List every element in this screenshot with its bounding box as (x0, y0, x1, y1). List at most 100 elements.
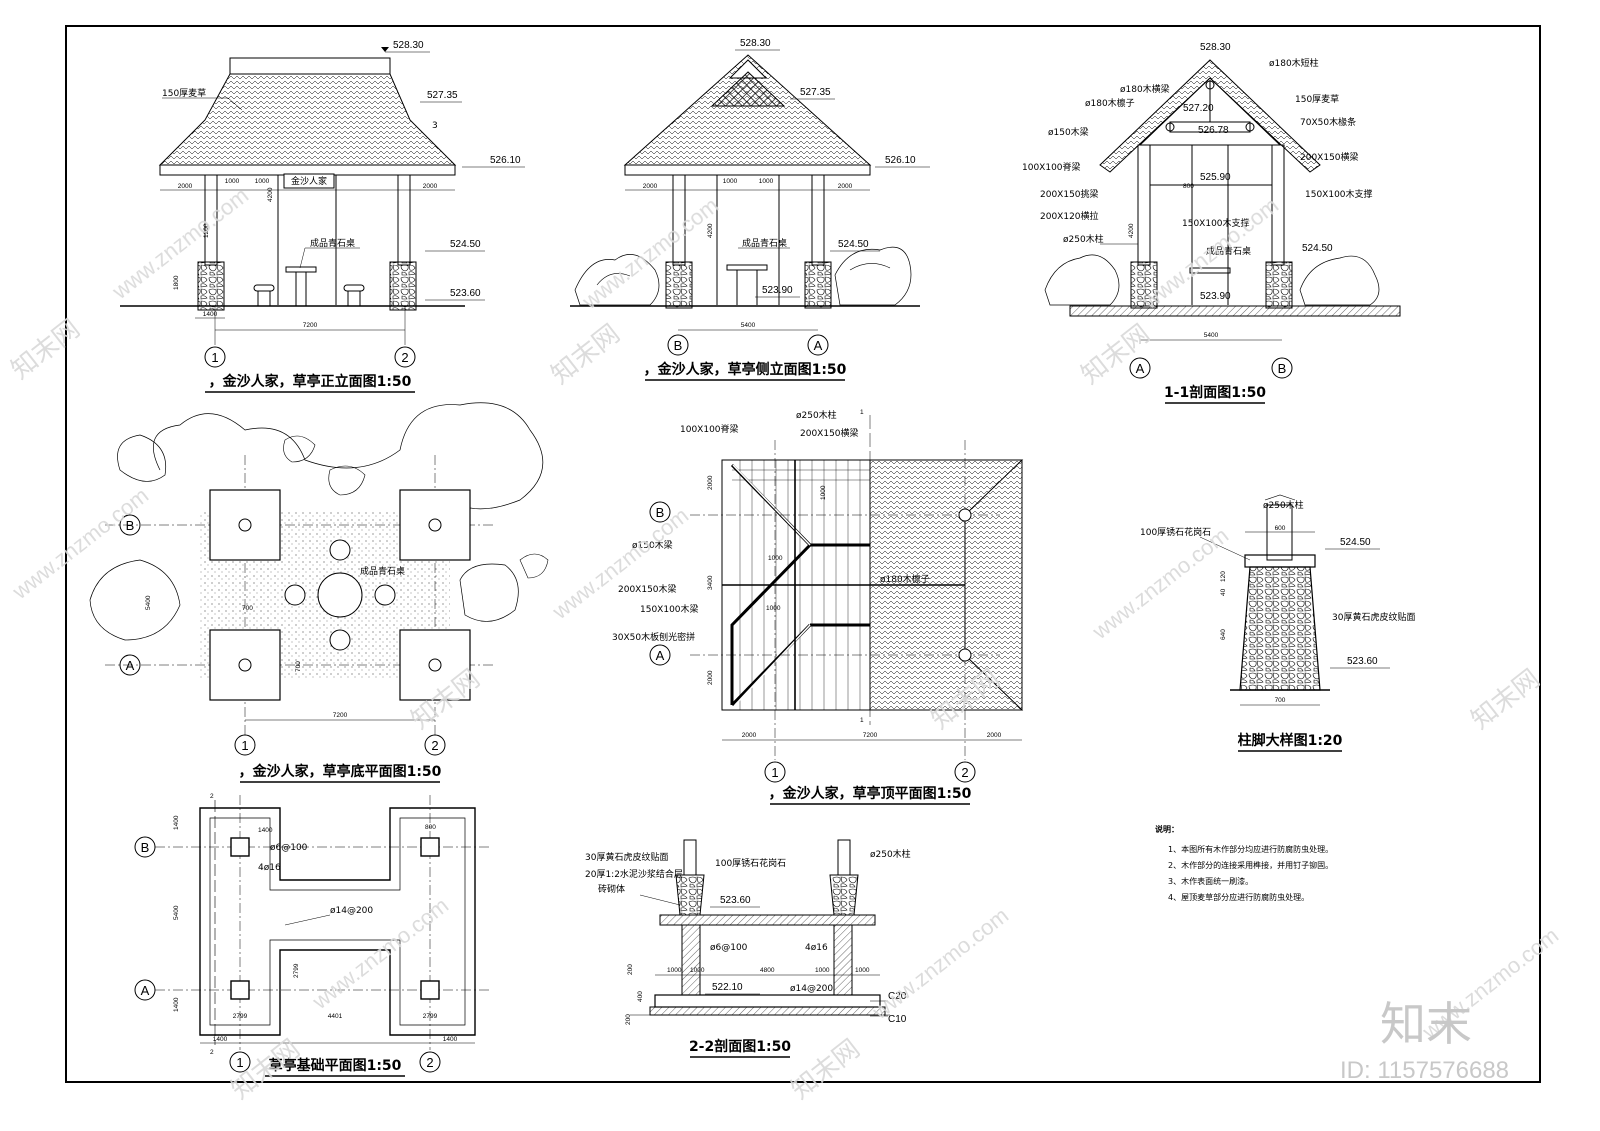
svg-text:A: A (126, 658, 135, 673)
svg-text:ø6@100: ø6@100 (710, 943, 748, 953)
svg-text:150X100木梁: 150X100木梁 (640, 603, 699, 615)
svg-text:知末网: 知末网 (545, 318, 625, 390)
svg-text:2: 2 (210, 793, 214, 800)
svg-text:526.78: 526.78 (1198, 125, 1229, 136)
svg-text:2000: 2000 (707, 475, 714, 490)
svg-text:2: 2 (431, 738, 438, 753)
svg-text:1: 1 (236, 1055, 243, 1070)
svg-text:150X100木支撑: 150X100木支撑 (1305, 188, 1373, 200)
svg-text:C10: C10 (888, 1014, 907, 1025)
svg-text:523.60: 523.60 (450, 288, 481, 299)
svg-text:2000: 2000 (987, 732, 1002, 739)
svg-text:2: 2 (426, 1055, 433, 1070)
svg-text:ø180木檩子: ø180木檩子 (880, 573, 930, 585)
svg-text:527.35: 527.35 (800, 87, 831, 98)
svg-text:7200: 7200 (303, 322, 318, 329)
axis-1-marker (204, 346, 226, 368)
svg-text:1000: 1000 (690, 967, 705, 974)
svg-text:4、屋顶麦草部分应进行防腐防虫处理。: 4、屋顶麦草部分应进行防腐防虫处理。 (1168, 892, 1309, 902)
svg-text:1000: 1000 (225, 178, 240, 185)
svg-text:523.60: 523.60 (720, 895, 751, 906)
svg-text:ø250木柱: ø250木柱 (1063, 233, 1104, 245)
svg-text:4ø16: 4ø16 (805, 943, 828, 953)
plan-column-pad (209, 489, 281, 561)
svg-text:5400: 5400 (741, 322, 756, 329)
sheet-border (65, 25, 1541, 1083)
svg-text:200X150木梁: 200X150木梁 (618, 583, 677, 595)
svg-text:1800: 1800 (173, 275, 180, 290)
svg-text:5400: 5400 (145, 595, 152, 610)
svg-text:知末网: 知末网 (785, 1033, 865, 1105)
brand-logo: 知末 (1380, 997, 1472, 1051)
svg-text:1400: 1400 (173, 815, 180, 830)
svg-text:ø14@200: ø14@200 (330, 906, 373, 916)
svg-text:2: 2 (210, 1049, 214, 1056)
svg-text:30厚黄石虎皮纹贴面: 30厚黄石虎皮纹贴面 (1332, 611, 1415, 623)
side-elevation-title: ，金沙人家，草亭侧立面图1:50 (644, 361, 847, 378)
svg-text:4800: 4800 (760, 967, 775, 974)
svg-text:A: A (141, 983, 150, 998)
svg-text:120: 120 (1220, 571, 1227, 582)
svg-text:200: 200 (627, 964, 634, 975)
plan-column-pad (209, 629, 281, 701)
bottom-plan: 成品青石桌 7200 5400 700 700 B A 1 2 ，金沙人家，草亭… (89, 402, 549, 783)
svg-text:4200: 4200 (707, 223, 714, 238)
svg-text:200X150横梁: 200X150横梁 (1300, 151, 1359, 163)
svg-text:100X100脊梁: 100X100脊梁 (1022, 161, 1081, 173)
svg-text:1000: 1000 (768, 555, 783, 562)
svg-text:3: 3 (432, 121, 438, 131)
top-plan: 1 1 2000 7200 2000 2000 3400 2000 1000 1… (612, 409, 1024, 805)
svg-text:ø180木檩子: ø180木檩子 (1085, 97, 1135, 109)
svg-text:526.10: 526.10 (885, 155, 916, 166)
section-2-2: 1000 1000 4800 1000 1000 400 200 200 30厚… (585, 839, 911, 1058)
svg-text:526.10: 526.10 (490, 155, 521, 166)
svg-text:4401: 4401 (328, 1013, 343, 1020)
svg-text:524.50: 524.50 (1340, 537, 1371, 548)
svg-text:800: 800 (425, 824, 436, 831)
svg-text:www.znzmo.com: www.znzmo.com (7, 483, 153, 605)
svg-text:523.90: 523.90 (1200, 291, 1231, 302)
section-1-1: 5400 4200 800 528.30 527.20 526.78 525.9… (1022, 42, 1401, 404)
svg-text:700: 700 (242, 605, 253, 612)
svg-text:2000: 2000 (178, 183, 193, 190)
svg-text:1: 1 (241, 738, 248, 753)
sign-text: 金沙人家 (291, 175, 327, 187)
drawing-id: ID: 1157576688 (1340, 1057, 1509, 1084)
svg-text:1000: 1000 (820, 485, 827, 500)
svg-text:2799: 2799 (423, 1013, 438, 1020)
svg-text:30X50木板刨光密拼: 30X50木板刨光密拼 (612, 631, 695, 643)
svg-text:成品青石桌: 成品青石桌 (742, 237, 787, 249)
svg-text:524.50: 524.50 (1302, 243, 1333, 254)
svg-text:成品青石桌: 成品青石桌 (360, 565, 405, 577)
svg-text:100厚锈石花岗石: 100厚锈石花岗石 (715, 857, 786, 869)
svg-text:1000: 1000 (766, 605, 781, 612)
svg-text:ø250木柱: ø250木柱 (1263, 499, 1304, 511)
svg-text:4200: 4200 (267, 187, 274, 202)
svg-text:1400: 1400 (173, 997, 180, 1012)
svg-text:5400: 5400 (173, 905, 180, 920)
svg-text:ø250木柱: ø250木柱 (870, 848, 911, 860)
svg-text:2000: 2000 (643, 183, 658, 190)
svg-text:A: A (1136, 361, 1145, 376)
svg-text:B: B (1278, 361, 1287, 376)
svg-text:7200: 7200 (863, 732, 878, 739)
svg-text:523.90: 523.90 (762, 285, 793, 296)
svg-text:C20: C20 (888, 991, 907, 1002)
svg-text:1: 1 (860, 409, 864, 416)
svg-text:ø150木梁: ø150木梁 (1048, 126, 1089, 138)
svg-text:200: 200 (625, 1014, 632, 1025)
svg-text:200X150挑梁: 200X150挑梁 (1040, 188, 1099, 200)
svg-text:800: 800 (1183, 183, 1194, 190)
svg-text:1400: 1400 (213, 1036, 228, 1043)
svg-text:1400: 1400 (203, 311, 218, 318)
svg-text:ø180木横梁: ø180木横梁 (1120, 83, 1170, 95)
svg-text:1、本图所有木作部分均应进行防腐防虫处理。: 1、本图所有木作部分均应进行防腐防虫处理。 (1168, 844, 1333, 854)
svg-text:1400: 1400 (258, 827, 273, 834)
front-elevation: 金沙人家 7200 1400 2000 2000 1000 1000 4200 … (120, 40, 525, 393)
foundation-plan: 2 2 1400 1400 2799 4401 2799 1400 800 14… (134, 793, 490, 1077)
svg-text:1000: 1000 (759, 178, 774, 185)
stone-table (317, 572, 363, 618)
svg-text:700: 700 (295, 661, 302, 672)
svg-text:2799: 2799 (293, 963, 300, 978)
svg-text:1000: 1000 (815, 967, 830, 974)
